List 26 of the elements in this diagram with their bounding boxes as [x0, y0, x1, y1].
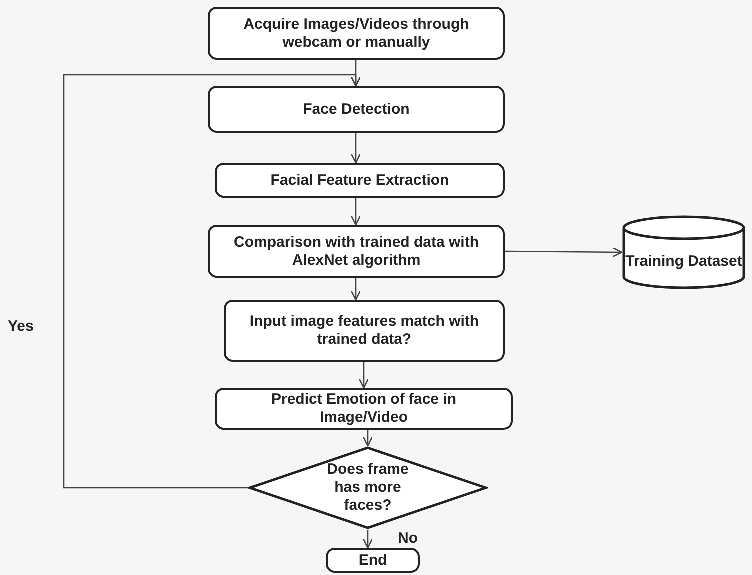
- decision-diamond: [248, 446, 488, 530]
- node-text: Input image features match with trained data?: [248, 313, 480, 349]
- database-cylinder: [622, 215, 746, 290]
- process-box: [224, 300, 505, 362]
- arrow: [362, 530, 374, 549]
- node-text: Comparison with trained data with AlexNet algorithm: [232, 234, 480, 270]
- node-text: Training Dataset: [626, 252, 742, 270]
- arrow: [350, 133, 362, 164]
- node-text: Acquire Images/Videos through webcam or manually: [242, 16, 470, 52]
- process-box: [215, 163, 505, 198]
- node-text: Facial Feature Extraction: [270, 172, 450, 190]
- arrow: [350, 278, 362, 301]
- node-text: Does frame has more faces?: [326, 461, 410, 515]
- terminal-box: [326, 548, 420, 573]
- process-box: [215, 388, 513, 430]
- node-text: Face Detection: [303, 100, 410, 118]
- arrow: [350, 198, 362, 226]
- arrow: [358, 362, 370, 389]
- process-box: [208, 7, 505, 60]
- process-box: [208, 225, 505, 278]
- arrow: [505, 247, 623, 258]
- node-text: Predict Emotion of face in Image/Video: [270, 391, 458, 427]
- arrow: [362, 430, 374, 447]
- arrow: [63, 74, 362, 489]
- process-box: [208, 86, 505, 133]
- node-text: End: [358, 552, 388, 570]
